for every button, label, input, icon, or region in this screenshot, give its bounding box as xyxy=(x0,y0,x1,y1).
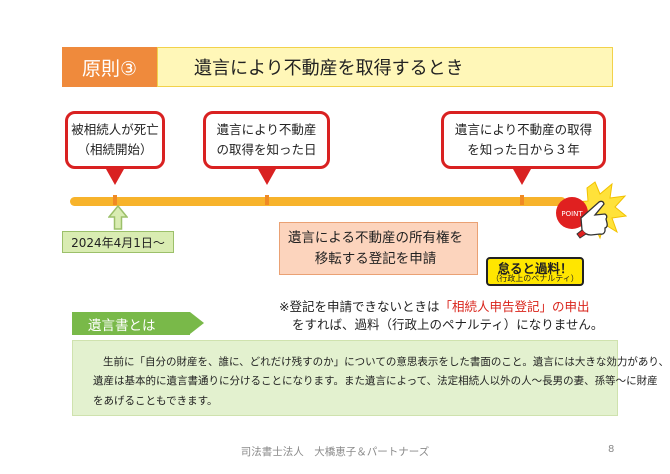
point-label: POINT xyxy=(561,210,583,218)
page-number: 8 xyxy=(608,444,615,455)
callout-deadline-line1: 遺言により不動産の取得 xyxy=(454,122,593,137)
callout-learned-line2: の取得を知った日 xyxy=(216,142,317,157)
registration-line1: 遺言による不動産の所有権を xyxy=(287,230,464,247)
timeline-tick xyxy=(113,195,117,205)
definition-heading: 遺言書とは xyxy=(72,312,190,335)
registration-line2: 移転する登記を申請 xyxy=(314,250,437,267)
callout-death-line2: （相続開始） xyxy=(77,142,153,157)
callout-death-line1: 被相続人が死亡 xyxy=(71,122,159,137)
note-highlight: 「相続人申告登記」の申出 xyxy=(439,299,590,314)
callout-deadline-pointer xyxy=(513,169,531,185)
definition-line: をあげることもできます。 xyxy=(93,394,218,407)
callout-learned: 遺言により不動産 の取得を知った日 xyxy=(203,111,330,169)
registration-box: 遺言による不動産の所有権を 移転する登記を申請 xyxy=(279,222,478,275)
callout-death-pointer xyxy=(106,169,124,185)
callout-deadline-line2: を知った日から３年 xyxy=(467,142,580,157)
page-title: 遺言により不動産を取得するとき xyxy=(157,47,613,87)
callout-death: 被相続人が死亡 （相続開始） xyxy=(65,111,165,169)
note-prefix: ※登記を申請できないときは xyxy=(279,299,440,314)
penalty-main: 怠ると過料！ xyxy=(497,261,573,276)
rule-badge: 原則③ xyxy=(62,47,157,87)
callout-learned-line1: 遺言により不動産 xyxy=(216,122,317,137)
point-hand-icon: POINT xyxy=(556,181,627,240)
callout-learned-pointer xyxy=(258,169,276,185)
start-date-box: 2024年4月1日〜 xyxy=(62,231,174,253)
callout-deadline: 遺言により不動産の取得 を知った日から３年 xyxy=(441,111,606,169)
note-line2: をすれば、過料（行政上のペナルティ）になりません。 xyxy=(292,317,604,332)
penalty-sub: （行政上のペナルティ） xyxy=(491,274,579,284)
penalty-badge: 怠ると過料！ （行政上のペナルティ） xyxy=(486,257,584,286)
definition-box: 生前に「自分の財産を、誰に、どれだけ残すのか」についての意思表示をした書面のこと… xyxy=(72,340,669,416)
timeline-tick xyxy=(520,195,524,205)
definition-heading-arrow xyxy=(190,312,204,334)
note-line1: ※登記を申請できないときは「相続人申告登記」の申出 xyxy=(279,296,590,315)
timeline-bar xyxy=(70,197,566,206)
definition-line: 生前に「自分の財産を、誰に、どれだけ残すのか」についての意思表示をした書面のこと… xyxy=(103,356,669,368)
timeline-tick xyxy=(265,195,269,205)
up-arrow-icon xyxy=(108,205,128,230)
footer-text: 司法書士法人 大橋恵子＆パートナーズ xyxy=(240,446,430,458)
definition-line: 遺産は基本的に遺言書通りに分けることになります。また遺言によって、法定相続人以外… xyxy=(93,375,658,388)
